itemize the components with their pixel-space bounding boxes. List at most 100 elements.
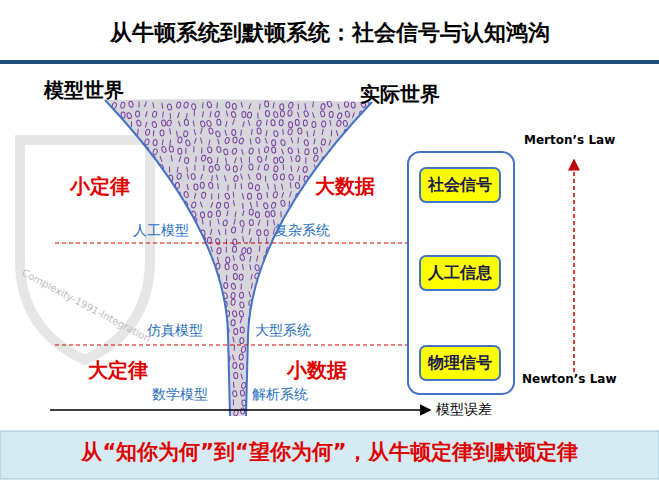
binary-digit-mark — [159, 183, 164, 189]
binary-digit-mark — [211, 202, 213, 208]
binary-digit-mark — [359, 201, 365, 208]
binary-digit-mark — [343, 389, 348, 396]
binary-digit-mark — [201, 363, 202, 369]
binary-digit-mark — [239, 254, 245, 261]
binary-digit-mark — [306, 282, 307, 288]
binary-digit-mark — [138, 400, 139, 406]
binary-digit-mark — [130, 192, 132, 198]
binary-digit-mark — [193, 146, 194, 152]
binary-digit-mark — [176, 346, 181, 353]
binary-digit-mark — [187, 174, 188, 180]
binary-digit-mark — [368, 265, 370, 271]
binary-digit-mark — [321, 166, 326, 172]
binary-digit-mark — [137, 165, 139, 171]
binary-digit-mark — [153, 362, 157, 368]
binary-digit-mark — [216, 210, 220, 216]
binary-digit-mark — [321, 301, 323, 307]
binary-digit-mark — [248, 148, 253, 155]
binary-digit-mark — [137, 281, 141, 287]
binary-digit-mark — [329, 140, 331, 146]
binary-digit-mark — [249, 362, 254, 369]
binary-digit-mark — [369, 373, 371, 379]
binary-digit-mark — [243, 121, 245, 127]
binary-digit-mark — [239, 274, 243, 280]
binary-digit-mark — [169, 293, 170, 299]
binary-digit-mark — [218, 219, 219, 225]
binary-digit-mark — [177, 201, 181, 207]
binary-digit-mark — [131, 121, 132, 127]
binary-digit-mark — [114, 147, 116, 153]
binary-digit-mark — [177, 300, 182, 307]
binary-digit-mark — [371, 156, 372, 162]
binary-digit-mark — [135, 111, 139, 117]
binary-digit-mark — [351, 210, 356, 217]
binary-digit-mark — [122, 200, 126, 206]
binary-digit-mark — [264, 101, 269, 107]
binary-digit-mark — [129, 399, 131, 405]
binary-digit-mark — [313, 398, 319, 405]
binary-digit-mark — [337, 112, 343, 119]
binary-digit-mark — [371, 283, 373, 289]
binary-digit-mark — [225, 130, 227, 136]
binary-digit-mark — [145, 210, 147, 216]
binary-digit-mark — [255, 264, 260, 271]
binary-digit-mark — [122, 275, 124, 281]
binary-digit-mark — [146, 257, 147, 263]
binary-digit-mark — [135, 301, 140, 308]
binary-digit-mark — [267, 192, 268, 198]
binary-digit-mark — [168, 247, 173, 254]
binary-digit-mark — [219, 392, 221, 398]
binary-digit-mark — [218, 319, 223, 326]
binary-digit-mark — [199, 345, 204, 352]
binary-digit-mark — [343, 120, 348, 127]
binary-digit-mark — [240, 130, 242, 136]
binary-digit-mark — [112, 382, 118, 389]
binary-digit-mark — [232, 148, 238, 155]
binary-digit-mark — [271, 373, 275, 379]
binary-digit-mark — [353, 373, 355, 379]
binary-digit-mark — [337, 220, 343, 227]
binary-digit-mark — [248, 372, 253, 379]
binary-digit-mark — [161, 146, 167, 153]
binary-digit-mark — [111, 300, 116, 307]
binary-digit-mark — [210, 390, 212, 396]
binary-digit-mark — [249, 103, 251, 109]
binary-digit-mark — [130, 158, 132, 164]
binary-digit-mark — [179, 156, 181, 162]
binary-digit-mark — [225, 164, 230, 171]
watermark: Complexity-1991-Integration — [20, 267, 153, 345]
data-label: 小数据 — [287, 358, 347, 382]
binary-digit-mark — [320, 382, 324, 388]
binary-digit-mark — [194, 165, 195, 171]
binary-digit-mark — [233, 200, 234, 206]
binary-digit-mark — [291, 137, 293, 143]
binary-digit-mark — [153, 192, 159, 199]
binary-digit-mark — [362, 257, 364, 263]
binary-digit-mark — [239, 137, 245, 144]
binary-digit-mark — [233, 372, 238, 378]
binary-digit-mark — [152, 266, 157, 273]
binary-digit-mark — [331, 398, 332, 404]
binary-digit-mark — [161, 337, 162, 343]
binary-digit-mark — [120, 310, 126, 317]
binary-digit-mark — [361, 400, 363, 406]
binary-digit-mark — [288, 110, 293, 117]
binary-digit-mark — [313, 155, 318, 162]
binary-digit-mark — [358, 335, 364, 342]
binary-digit-mark — [111, 345, 116, 352]
binary-digit-mark — [257, 193, 262, 199]
binary-digit-mark — [209, 364, 215, 371]
binary-digit-mark — [159, 209, 165, 216]
binary-digit-mark — [265, 291, 270, 298]
binary-digit-mark — [143, 264, 148, 270]
binary-digit-mark — [352, 362, 357, 368]
binary-digit-mark — [313, 346, 317, 352]
binary-digit-mark — [234, 328, 238, 334]
binary-digit-mark — [363, 373, 364, 379]
binary-digit-mark — [271, 147, 276, 153]
binary-digit-mark — [113, 282, 118, 289]
binary-digit-mark — [114, 121, 119, 127]
binary-digit-mark — [169, 254, 171, 260]
binary-digit-mark — [288, 310, 293, 317]
binary-digit-mark — [361, 273, 365, 279]
